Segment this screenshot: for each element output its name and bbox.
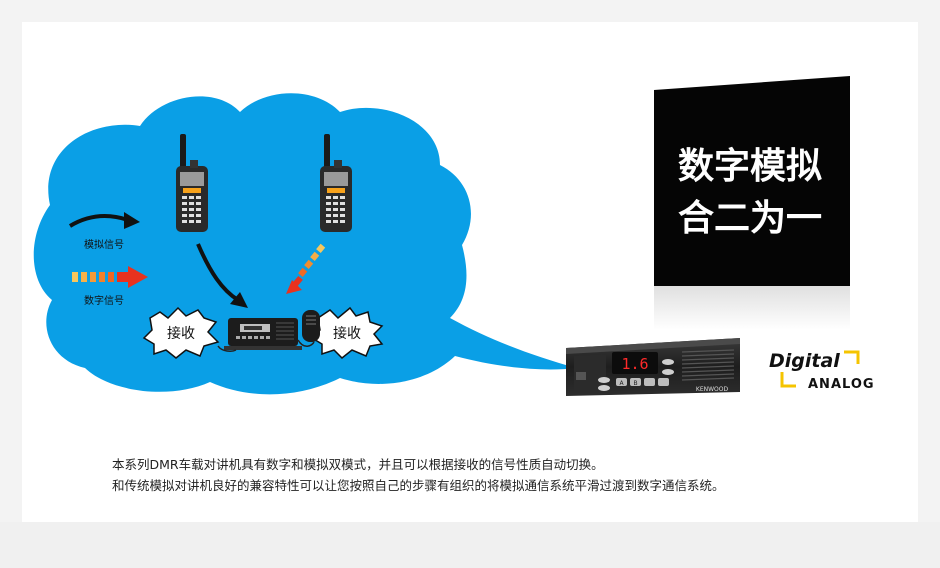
caption: 本系列DMR车载对讲机具有数字和模拟双模式，并且可以根据接收的信号性质自动切换。… <box>112 454 725 496</box>
bottom-band <box>0 522 940 568</box>
receive-label-right: 接收 <box>333 325 361 342</box>
radio-button-a: A <box>619 380 624 387</box>
digital-arrow-icon <box>72 266 148 288</box>
logo-analog: ANALOG <box>808 377 875 392</box>
walkie-talkie-left <box>176 134 208 232</box>
slogan-panel <box>654 76 850 330</box>
analog-arrow-icon <box>68 212 140 229</box>
caption-line-2: 和传统模拟对讲机良好的兼容特性可以让您按照自己的步骤有组织的将模拟通信系统平滑过… <box>112 478 725 493</box>
radio-display: 1.6 <box>621 355 648 373</box>
receive-label-left: 接收 <box>167 325 195 342</box>
caption-line-1: 本系列DMR车载对讲机具有数字和模拟双模式，并且可以根据接收的信号性质自动切换。 <box>112 457 604 472</box>
analog-signal-arrow-icon <box>196 243 248 308</box>
logo-digital: Digital <box>769 350 840 372</box>
digital-analog-logo: Digital ANALOG <box>769 350 875 392</box>
digital-label: 数字信号 <box>84 294 124 307</box>
receive-burst-left: 接收 <box>142 306 220 359</box>
radio-button-b: B <box>633 380 637 387</box>
kenwood-radio: 1.6 A B KENWOOD <box>566 338 740 396</box>
digital-signal-arrow-icon <box>286 243 326 294</box>
walkie-talkie-right <box>320 134 352 232</box>
receive-burst-right: 接收 <box>310 306 384 360</box>
radio-brand: KENWOOD <box>696 386 729 393</box>
slogan-line-1: 数字模拟 <box>678 146 822 187</box>
mobile-radio-small <box>217 318 302 352</box>
microphone-icon <box>297 310 320 347</box>
analog-label: 模拟信号 <box>84 238 124 251</box>
slogan-line-2: 合二为一 <box>678 198 822 239</box>
